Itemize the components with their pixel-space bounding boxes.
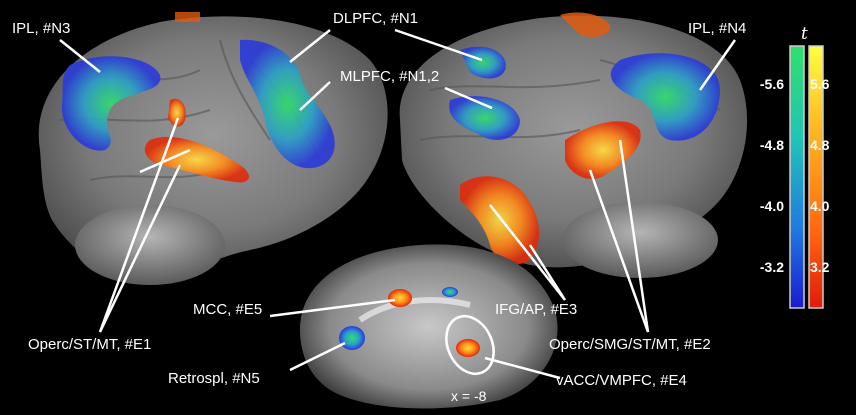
- label-operc-e2: Operc/SMG/ST/MT, #E2: [549, 336, 711, 353]
- pos-tick: 4.0: [810, 198, 830, 214]
- slice-coordinate: x = -8: [451, 388, 487, 404]
- sagittal-slice: [300, 244, 558, 409]
- label-mlpfc: MLPFC, #N1,2: [340, 68, 440, 85]
- operc-e1-cluster: [144, 136, 250, 183]
- ipl-n4-cluster: [610, 53, 720, 141]
- neg-tick: -3.2: [759, 259, 784, 275]
- label-vacc-e4: vACC/VMPFC, #E4: [556, 372, 687, 389]
- label-retrospl-n5: Retrospl, #N5: [168, 370, 260, 387]
- left-cerebellum: [75, 205, 225, 285]
- mcc-cluster: [388, 289, 412, 307]
- label-mcc-e5: MCC, #E5: [193, 301, 263, 318]
- leader-lines: [59, 28, 737, 380]
- right-cerebellum: [562, 202, 718, 278]
- colorbar-stat-label: t: [801, 24, 808, 44]
- pos-tick: 3.2: [810, 259, 830, 275]
- pos-tick: 5.6: [810, 76, 830, 92]
- label-ifg-e3: IFG/AP, #E3: [495, 301, 578, 318]
- label-ipl-n4: IPL, #N4: [688, 20, 747, 37]
- retrospl-cluster: [339, 326, 365, 350]
- label-ipl-n3: IPL, #N3: [12, 20, 71, 37]
- pos-tick: 4.8: [810, 137, 830, 153]
- vacc-cluster: [456, 339, 480, 357]
- neg-tick: -5.6: [759, 76, 784, 92]
- positive-colorbar: [808, 45, 824, 309]
- right-hemisphere: [399, 12, 748, 278]
- operc-e2-cluster: [565, 121, 641, 180]
- label-operc-e1: Operc/ST/MT, #E1: [28, 336, 152, 353]
- neg-tick: -4.0: [759, 198, 784, 214]
- dlpfc-cluster: [240, 39, 335, 169]
- negative-colorbar: [789, 45, 805, 309]
- ipl-n3-cluster: [61, 56, 161, 151]
- left-hemisphere: [38, 12, 388, 285]
- label-dlpfc-n1: DLPFC, #N1: [333, 10, 419, 27]
- colorbars: [789, 45, 824, 309]
- vacc-highlight-ellipse: [445, 315, 495, 375]
- neg-tick: -4.8: [759, 137, 784, 153]
